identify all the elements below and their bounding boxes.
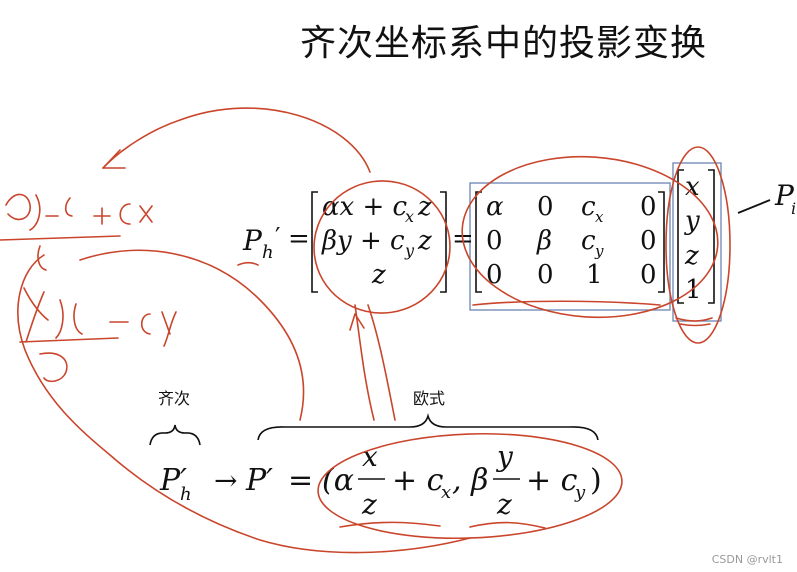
ink-circle-vector <box>313 180 451 314</box>
bottom-arrow: → <box>214 464 237 497</box>
label-euclidean: 欧式 <box>413 389 445 408</box>
bottom-close: ) <box>590 463 602 498</box>
brace-euclidean <box>257 412 599 441</box>
colvec-left-bracket <box>677 169 684 304</box>
bottom-open: (α <box>322 463 354 498</box>
right-P: P <box>774 179 795 212</box>
pointer-line <box>737 199 771 214</box>
matrix-cell-0-2-sub: x <box>595 208 604 226</box>
matrix-cell-0-1: 0 <box>537 192 554 222</box>
ink-arrow-top <box>102 107 371 173</box>
ink-curve-mid <box>79 249 305 421</box>
ink-circle-colvec <box>665 146 731 344</box>
ink-arrowhead-up <box>349 313 365 331</box>
ink-fraction-bar-2 <box>19 337 119 383</box>
matrix-cell-1-0: 0 <box>486 226 503 256</box>
colvec-1: 1 <box>685 275 702 305</box>
matrix-cell-1-2-sub: y <box>594 242 604 260</box>
matrix-cell-0-0: α <box>486 192 504 222</box>
bottom-sub1: x <box>441 482 451 503</box>
bottom-equals: = <box>288 463 313 498</box>
ink-circle-formula <box>317 432 623 540</box>
matrix-left-bracket <box>475 191 482 293</box>
bottom-plus1: + c <box>392 463 444 498</box>
matrix-cell-2-1: 0 <box>537 260 554 290</box>
matrix-cell-0-3: 0 <box>640 192 657 222</box>
lhs-prime: ′ <box>275 223 280 251</box>
vector-row-2: βy + c <box>321 226 405 256</box>
bottom-P-prime: P′ <box>245 463 273 498</box>
vector-row-2-z: z <box>417 226 432 256</box>
ink-scribble-one <box>675 317 713 327</box>
handwritten-annotations <box>0 107 731 554</box>
ink-underline-fracs <box>339 521 546 529</box>
bottom-Ph: P′ <box>159 463 187 498</box>
lhs-sub: h <box>262 242 274 263</box>
equals-1: = <box>288 224 310 254</box>
ink-circle-matrix <box>461 155 719 319</box>
frac1-num: x <box>362 440 378 473</box>
lhs-P: P <box>242 224 263 257</box>
ink-underline-matrix <box>472 300 661 306</box>
brace-homogeneous <box>149 424 201 446</box>
vector-right-bracket <box>440 191 447 293</box>
bottom-comma-beta: , β <box>452 463 488 498</box>
ink-handwriting-line1 <box>5 193 153 231</box>
colvec-z: z <box>684 241 699 271</box>
watermark: CSDN @rvlt1 <box>711 553 783 566</box>
matrix-highlight-box <box>469 182 671 311</box>
ink-big-curve-left <box>17 254 471 554</box>
matrix-cell-2-2: 1 <box>586 260 603 290</box>
vector-left-bracket <box>311 191 318 293</box>
colvec-right-bracket <box>708 169 715 304</box>
matrix-cell-1-2: c <box>581 226 596 256</box>
frac2-num: y <box>495 440 514 473</box>
ink-mark-Ph <box>237 261 259 266</box>
ink-fraction-bar-1 <box>0 235 121 271</box>
frac2-den: z <box>496 488 512 521</box>
bottom-Ph-sub: h <box>180 484 192 505</box>
ink-arrowhead-top <box>102 149 126 169</box>
vector-row-1: αx + c <box>322 192 408 222</box>
colvec-y: y <box>684 206 700 236</box>
vector-row-1-z: z <box>417 192 432 222</box>
colvec-x: x <box>685 172 700 202</box>
bottom-sub2: y <box>574 482 586 503</box>
matrix-cell-2-3: 0 <box>640 260 657 290</box>
ink-handwriting-line2 <box>23 287 177 347</box>
label-homogeneous: 齐次 <box>158 389 190 408</box>
matrix-cell-1-3: 0 <box>640 226 657 256</box>
matrix-cell-1-1: β <box>536 226 552 256</box>
ink-arrow-down-1 <box>354 304 375 421</box>
vector-row-3: z <box>371 260 386 290</box>
matrix-cell-0-2: c <box>581 192 596 222</box>
right-P-sub: i <box>791 199 796 218</box>
ink-arrow-down-2 <box>367 304 396 421</box>
frac1-den: z <box>361 488 377 521</box>
slide-title: 齐次坐标系中的投影变换 <box>300 23 708 64</box>
vector-row-2-sub: y <box>404 241 415 260</box>
vector-row-1-sub: x <box>405 207 414 226</box>
bottom-plus2: + c <box>526 463 578 498</box>
matrix-right-bracket <box>658 191 665 293</box>
